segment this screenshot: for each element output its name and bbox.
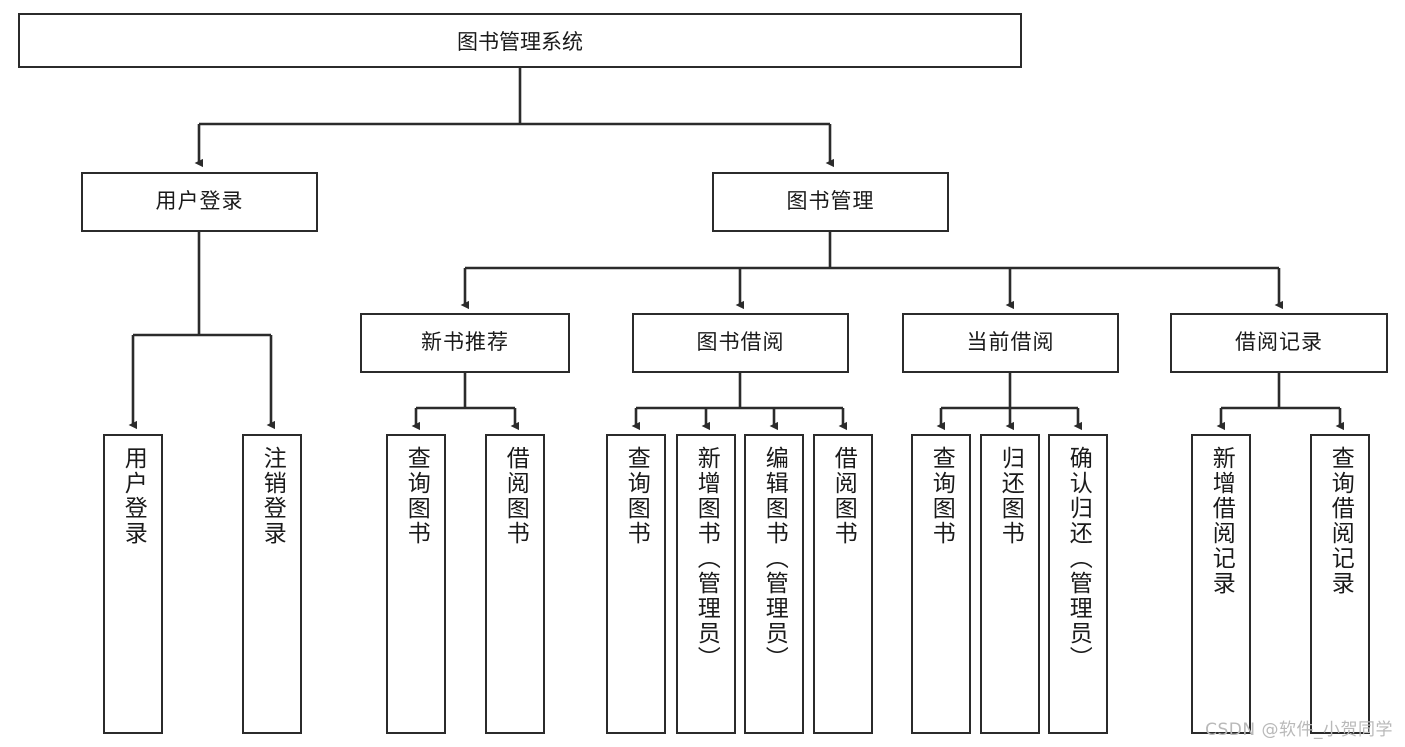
leaf-query-book-1[interactable]: 查询图书 (386, 434, 446, 734)
node-new-book-recommend[interactable]: 新书推荐 (360, 313, 570, 373)
leaf-add-record-label: 新增借阅记录 (1208, 446, 1235, 596)
node-book-manage-label: 图书管理 (786, 189, 875, 214)
leaf-add-book[interactable]: 新增图书（管理员） (676, 434, 736, 734)
node-borrow-record[interactable]: 借阅记录 (1170, 313, 1388, 373)
node-new-book-recommend-label: 新书推荐 (421, 330, 509, 355)
node-borrow-record-label: 借阅记录 (1235, 330, 1323, 355)
node-user-login[interactable]: 用户登录 (81, 172, 318, 232)
leaf-user-login[interactable]: 用户登录 (103, 434, 163, 734)
leaf-user-login-label: 用户登录 (120, 446, 147, 546)
leaf-logout[interactable]: 注销登录 (242, 434, 302, 734)
leaf-return-book-label: 归还图书 (997, 446, 1024, 546)
leaf-query-book-2[interactable]: 查询图书 (606, 434, 666, 734)
node-root-label: 图书管理系统 (457, 29, 583, 54)
leaf-query-record[interactable]: 查询借阅记录 (1310, 434, 1370, 734)
leaf-borrow-book-1-label: 借阅图书 (502, 446, 529, 546)
node-book-manage[interactable]: 图书管理 (712, 172, 949, 232)
leaf-add-book-label: 新增图书（管理员） (693, 446, 720, 671)
leaf-query-book-3[interactable]: 查询图书 (911, 434, 971, 734)
node-book-borrow[interactable]: 图书借阅 (632, 313, 849, 373)
leaf-query-book-3-label: 查询图书 (928, 446, 955, 546)
leaf-edit-book[interactable]: 编辑图书（管理员） (744, 434, 804, 734)
node-root[interactable]: 图书管理系统 (18, 13, 1022, 68)
node-user-login-label: 用户登录 (155, 189, 244, 214)
leaf-borrow-book-2[interactable]: 借阅图书 (813, 434, 873, 734)
csdn-watermark: CSDN @软件_小贺同学 (1205, 720, 1393, 740)
node-current-borrow[interactable]: 当前借阅 (902, 313, 1119, 373)
leaf-query-book-1-label: 查询图书 (403, 446, 430, 546)
leaf-query-record-label: 查询借阅记录 (1327, 446, 1354, 596)
leaf-logout-label: 注销登录 (259, 446, 286, 546)
node-current-borrow-label: 当前借阅 (966, 330, 1055, 355)
leaf-return-book[interactable]: 归还图书 (980, 434, 1040, 734)
leaf-confirm-return-label: 确认归还（管理员） (1065, 446, 1092, 671)
leaf-query-book-2-label: 查询图书 (623, 446, 650, 546)
leaf-edit-book-label: 编辑图书（管理员） (761, 446, 788, 671)
node-book-borrow-label: 图书借阅 (696, 330, 785, 355)
leaf-borrow-book-2-label: 借阅图书 (830, 446, 857, 546)
leaf-confirm-return[interactable]: 确认归还（管理员） (1048, 434, 1108, 734)
leaf-borrow-book-1[interactable]: 借阅图书 (485, 434, 545, 734)
leaf-add-record[interactable]: 新增借阅记录 (1191, 434, 1251, 734)
